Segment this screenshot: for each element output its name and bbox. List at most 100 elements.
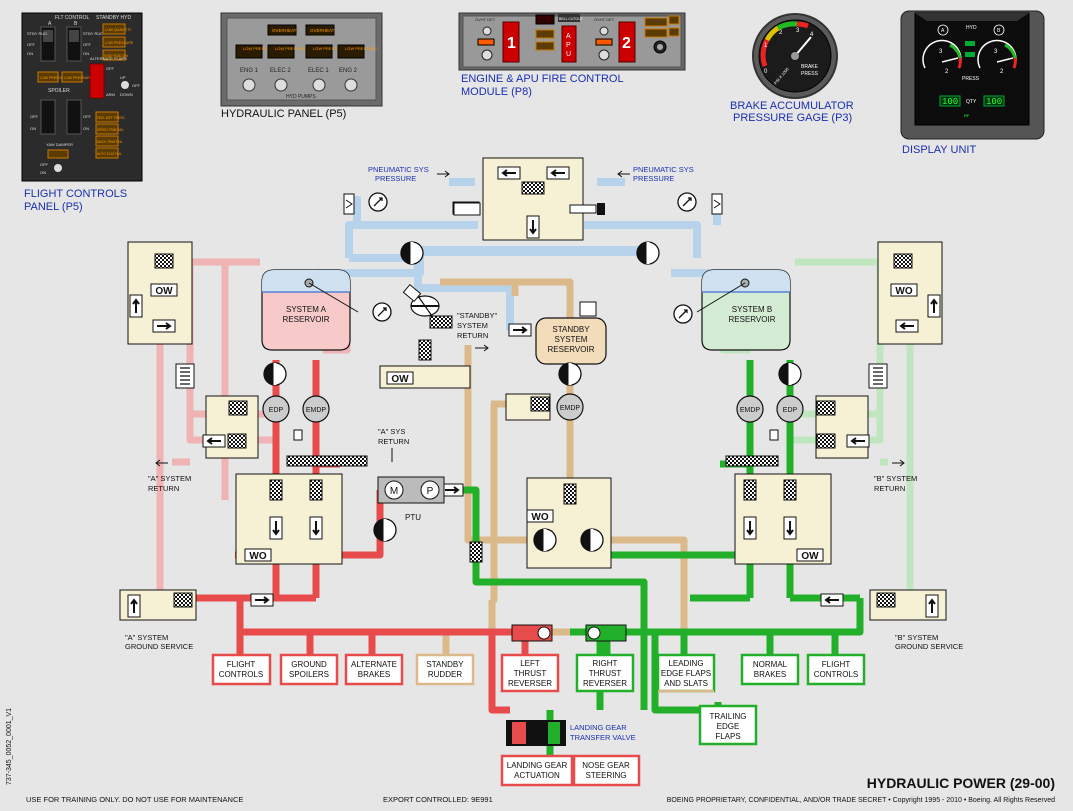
- apu-fire-handle[interactable]: [561, 25, 577, 63]
- engine-1-fire-handle[interactable]: [502, 21, 520, 63]
- off-label-b: OFF: [83, 42, 92, 47]
- svg-text:BRAKES: BRAKES: [754, 670, 786, 679]
- pneumatic-arrow-left: [437, 170, 450, 178]
- overheat-light-1: OVERHEAT: [272, 28, 297, 33]
- display-b: B: [997, 28, 1001, 34]
- svg-text:EDGE FLAPS: EDGE FLAPS: [661, 669, 711, 678]
- svg-text:CONTROLS: CONTROLS: [219, 670, 263, 679]
- edp-b-label: EDP: [783, 407, 798, 414]
- engine-2-fire-handle[interactable]: [618, 21, 636, 63]
- svg-text:THRUST: THRUST: [514, 669, 547, 678]
- brake-gauge-label-2: PRESSURE GAGE (P3): [733, 112, 852, 124]
- hydraulic-panel-label: HYDRAULIC PANEL (P5): [221, 108, 346, 120]
- transfer-valve-label: LANDING GEAR: [570, 723, 627, 732]
- annotations: PNEUMATIC SYS PRESSURE PNEUMATIC SYS PRE…: [125, 165, 963, 742]
- user-leading-edge-flaps: LEADING EDGE FLAPS AND SLATS: [656, 653, 716, 693]
- user-left-thrust-reverser: LEFT THRUST REVERSER: [500, 653, 560, 693]
- spoiler-a-switch[interactable]: [40, 99, 56, 135]
- ptu-label: PTU: [405, 513, 421, 522]
- system-a-reservoir-label: SYSTEM A: [286, 305, 327, 314]
- svg-text:RUDDER: RUDDER: [428, 670, 462, 679]
- alternate-flaps-arm-guard[interactable]: [89, 63, 105, 99]
- apu-label-u: U: [566, 51, 571, 58]
- standby-reservoir-label-3: RESERVOIR: [548, 345, 595, 354]
- display-unit-label: DISPLAY UNIT: [902, 144, 976, 156]
- gauge-label-press: PRESS: [801, 71, 819, 77]
- feel-diff-press-light: FEEL DIFF PRESS: [97, 116, 125, 120]
- display-a-scale-2: 2: [945, 69, 949, 75]
- system-b-reservoir-label: SYSTEM B: [732, 305, 772, 314]
- yaw-damper-caption: YAW DAMPER: [46, 142, 73, 147]
- test-switch-1[interactable]: [481, 49, 493, 61]
- yaw-on-label: ON: [40, 170, 46, 175]
- display-rf: RF: [964, 113, 970, 118]
- bell-cutout-label: BELL CUTOUT: [559, 17, 584, 21]
- standby-return-label-2: SYSTEM: [457, 321, 488, 330]
- emdp-standby-label: EMDP: [560, 405, 581, 412]
- svg-text:FLIGHT: FLIGHT: [227, 660, 256, 669]
- display-unit: HYD A B 3 2 3 2 PRESS 100 100 QTY RF: [900, 10, 1045, 140]
- apu-label-a: A: [566, 33, 571, 40]
- elec1-pump-switch[interactable]: [312, 78, 326, 92]
- svg-text:CONTROLS: CONTROLS: [814, 670, 858, 679]
- svg-text:FLAPS: FLAPS: [715, 732, 740, 741]
- a-ground-service-label: "A" SYSTEM: [125, 633, 168, 642]
- svg-text:THRUST: THRUST: [589, 669, 622, 678]
- pneumatic-crossover: [412, 246, 648, 256]
- ptu: M P PTU: [377, 476, 445, 522]
- overheat-light-2: OVERHEAT: [310, 28, 335, 33]
- user-trailing-edge-flaps: TRAILING EDGE FLAPS: [698, 704, 758, 746]
- svg-text:STEERING: STEERING: [586, 771, 627, 780]
- alternate-flaps-switch[interactable]: [121, 81, 129, 89]
- pneumatic-arrow-right: [617, 170, 630, 178]
- svg-text:FLIGHT: FLIGHT: [822, 660, 851, 669]
- brake-gauge-label: BRAKE ACCUMULATOR: [730, 100, 854, 112]
- standby-reservoir-label-2: SYSTEM: [555, 335, 588, 344]
- svg-text:EDGE: EDGE: [717, 722, 740, 731]
- user-standby-rudder: STANDBY RUDDER: [415, 653, 475, 686]
- user-ground-spoilers: GROUND SPOILERS: [279, 653, 339, 686]
- test-switch-2[interactable]: [598, 49, 610, 61]
- yaw-off-label: OFF: [40, 162, 49, 167]
- ovht-det-switch-1[interactable]: [482, 26, 492, 36]
- spoiler-off-a: OFF: [30, 114, 39, 119]
- fire-module-label-2: MODULE (P8): [461, 86, 532, 98]
- hydraulic-panel: OVERHEAT OVERHEAT LOW PRESSURE LOW PRESS…: [220, 12, 383, 107]
- display-press: PRESS: [962, 76, 980, 82]
- fire-control-module: OVHT DET 1 BELL CUTOUT A P U OVHT DET 2: [458, 12, 686, 71]
- eng1-pump-switch[interactable]: [242, 78, 256, 92]
- low-pressure-light-elec2: LOW PRESSURE: [275, 46, 308, 51]
- pneumatic-label-left: PNEUMATIC SYS: [368, 165, 429, 174]
- user-right-thrust-reverser: RIGHT THRUST REVERSER: [575, 653, 635, 693]
- ovht-det-label-2: OVHT DET: [594, 17, 615, 22]
- pneumatic-label-left-2: PRESSURE: [375, 174, 416, 183]
- svg-text:RIGHT: RIGHT: [593, 659, 618, 668]
- ovht-det-switch-2[interactable]: [599, 26, 609, 36]
- eng2-label: ENG 2: [339, 68, 358, 74]
- user-landing-gear-actuation: LANDING GEAR ACTUATION: [500, 754, 574, 787]
- standby-reservoir: STANDBY SYSTEM RESERVOIR: [535, 301, 607, 365]
- system-b-reservoir-label-2: RESERVOIR: [729, 315, 776, 324]
- yaw-damper-switch[interactable]: [54, 164, 62, 172]
- b-ground-service-label: "B" SYSTEM: [895, 633, 938, 642]
- user-flight-controls-a: FLIGHT CONTROLS: [211, 653, 272, 686]
- eng2-pump-switch[interactable]: [344, 78, 358, 92]
- elec2-pump-switch[interactable]: [274, 78, 288, 92]
- off-label-alt-flaps: OFF: [132, 83, 141, 88]
- standby-return-label: "STANDBY": [457, 311, 498, 320]
- svg-text:TRAILING: TRAILING: [710, 712, 747, 721]
- user-nose-gear-steering: NOSE GEAR STEERING: [572, 754, 641, 787]
- footer-export-control: EXPORT CONTROLLED: 9E991: [383, 795, 493, 804]
- transfer-valve-label-2: TRANSFER VALVE: [570, 733, 636, 742]
- display-a-qty: 100: [942, 97, 958, 107]
- svg-text:LANDING GEAR: LANDING GEAR: [507, 761, 568, 770]
- svg-text:SPOILERS: SPOILERS: [289, 670, 329, 679]
- side-code: 737-345_0052_0001_V1: [6, 708, 13, 785]
- relief-valves: [293, 193, 779, 441]
- spoiler-b-switch[interactable]: [66, 99, 82, 135]
- b-ground-service-label-2: GROUND SERVICE: [895, 642, 963, 651]
- gauge-tick-2: 2: [779, 30, 783, 36]
- display-a: A: [941, 28, 945, 34]
- svg-text:ALTERNATE: ALTERNATE: [351, 660, 397, 669]
- flt-control-a: A: [48, 21, 52, 27]
